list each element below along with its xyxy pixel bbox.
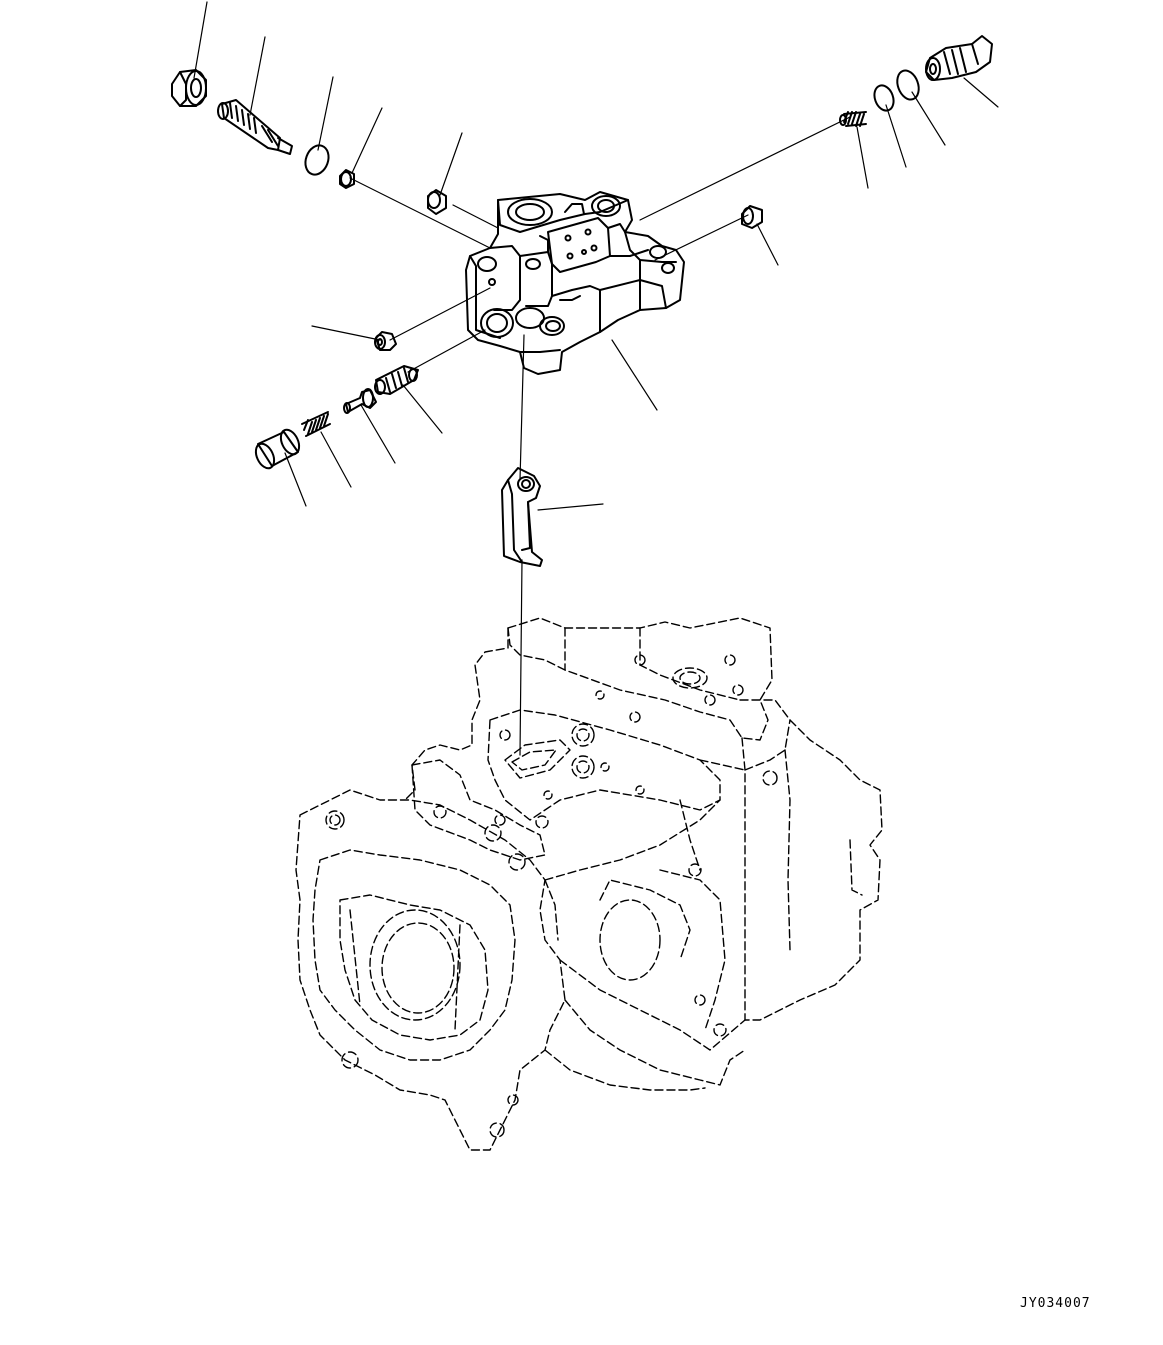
plug-small-top: [339, 169, 355, 189]
plug-center-top: [427, 189, 447, 215]
o-ring-right-a: [873, 84, 895, 112]
spool: [374, 365, 419, 395]
connector-plug: [925, 35, 993, 81]
spring-right: [839, 111, 867, 127]
adjusting-screw: [217, 99, 293, 155]
plug-left: [374, 331, 397, 351]
spring-left: [301, 411, 331, 437]
sleeve: [254, 428, 301, 470]
leader-lines: [193, 1, 999, 756]
hex-nut: [171, 69, 207, 107]
drawing-code: JY034007: [1020, 1296, 1091, 1311]
plug-right: [741, 205, 763, 229]
piston: [343, 388, 377, 414]
o-ring-right-b: [896, 69, 920, 101]
o-ring-small: [304, 144, 330, 176]
lever: [501, 467, 543, 567]
pump-housing-phantom: [295, 617, 883, 1151]
valve-body: [465, 191, 685, 375]
